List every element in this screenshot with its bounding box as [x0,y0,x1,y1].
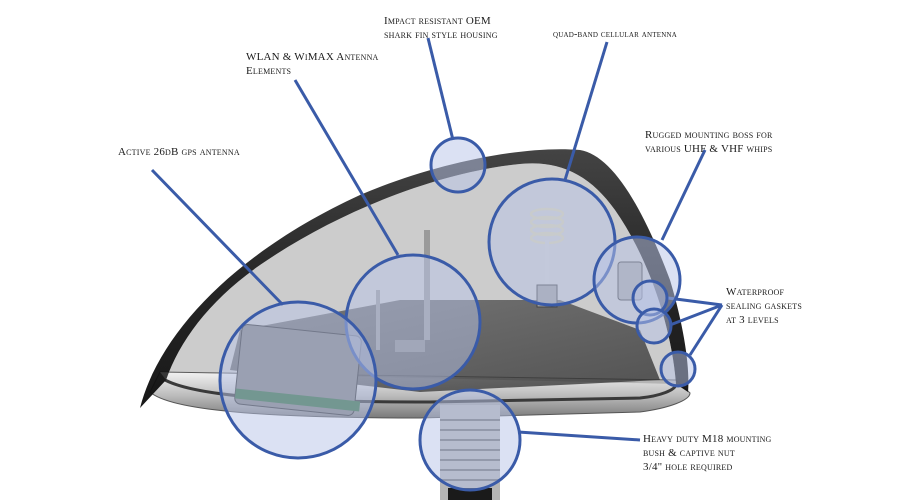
leader-lines [150,37,724,442]
label-line: Elements [246,65,292,77]
label-line: shark fin style housing [384,29,498,41]
leader-cellular [563,41,609,181]
label-housing: Impact resistant OEM shark fin style hou… [384,14,498,42]
callout-circle-bush [418,388,522,492]
label-line: Active 26dB gps antenna [118,146,240,158]
callout-circles [218,136,697,492]
leader-gasket-2 [669,303,723,327]
leader-boss [660,149,707,241]
leader-housing [426,37,455,141]
label-line: Heavy duty M18 mounting [643,433,772,445]
callout-circle-gps [218,300,378,460]
leader-gps [150,168,285,307]
label-line: quad-band cellular antenna [553,29,677,40]
label-line: various UHF & VHF whips [645,143,773,155]
label-line: Impact resistant OEM [384,15,491,27]
label-wlan: WLAN & WiMAX Antenna Elements [246,50,379,78]
callout-circle-housing [429,136,487,194]
leader-wlan [293,79,400,256]
label-line: Waterproof [726,286,785,298]
label-gps: Active 26dB gps antenna [118,145,240,159]
label-line: at 3 levels [726,314,779,326]
leader-gasket-3 [688,304,724,356]
label-line: WLAN & WiMAX Antenna [246,51,379,63]
label-line: bush & captive nut [643,447,735,459]
callout-circle-gasket-2 [635,307,673,345]
label-line: 3/4" hole required [643,461,733,473]
label-gaskets: Waterproof sealing gaskets at 3 levels [726,285,802,327]
callout-circle-gasket-3 [659,350,697,388]
label-line: Rugged mounting boss for [645,129,773,141]
label-cellular: quad-band cellular antenna [553,28,677,42]
label-bush: Heavy duty M18 mounting bush & captive n… [643,432,772,474]
label-line: sealing gaskets [726,300,802,312]
leader-bush [517,430,641,442]
label-boss: Rugged mounting boss for various UHF & V… [645,128,773,156]
